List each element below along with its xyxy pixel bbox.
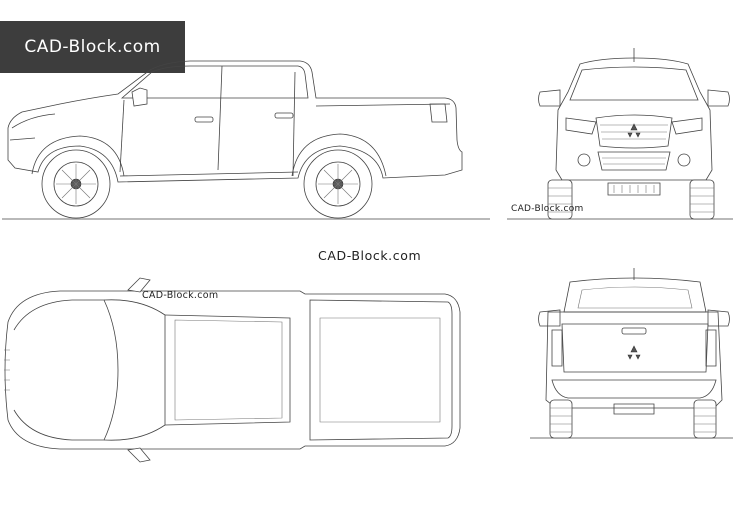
watermark-center: CAD-Block.com	[318, 248, 422, 263]
banner-text: CAD-Block.com	[24, 37, 161, 57]
watermark-front-view: CAD-Block.com	[511, 204, 584, 214]
site-banner[interactable]: CAD-Block.com	[0, 21, 185, 73]
watermark-top-view: CAD-Block.com	[142, 290, 219, 301]
